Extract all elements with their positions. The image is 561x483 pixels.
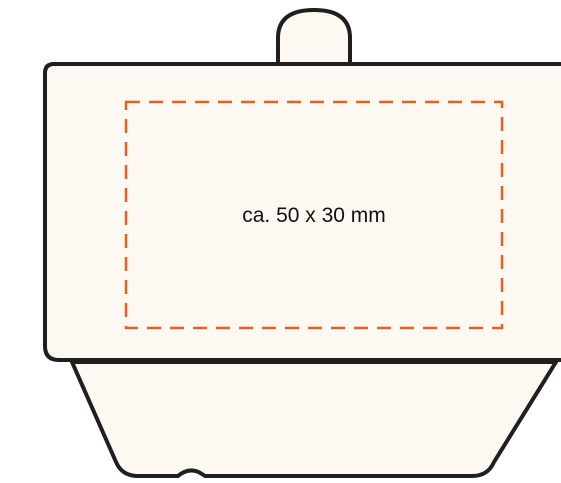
- lower-tray: [70, 360, 558, 478]
- lid-panel: [43, 62, 561, 362]
- print-area-label: ca. 50 x 30 mm: [242, 204, 386, 227]
- print-area-outline: [124, 100, 504, 330]
- top-tab: [276, 8, 352, 68]
